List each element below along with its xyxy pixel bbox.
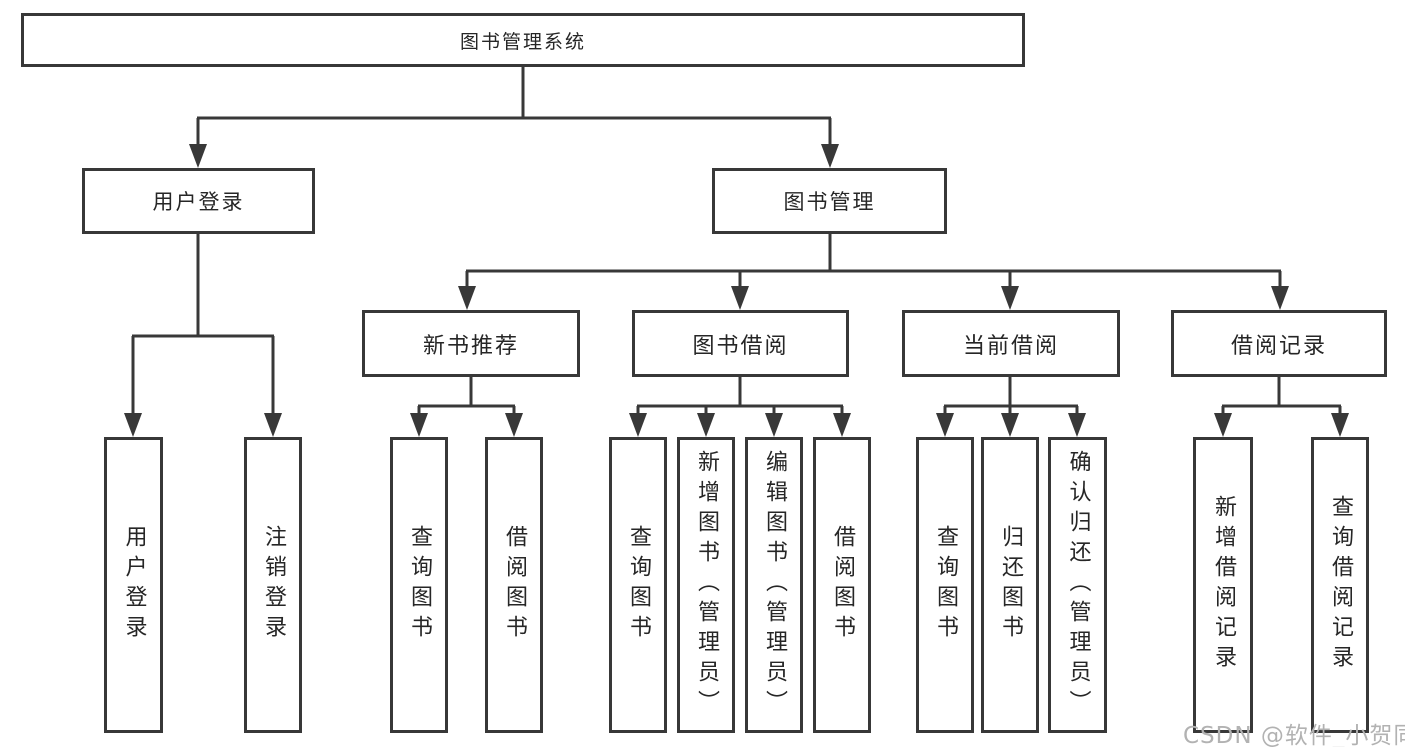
- watermark-text: CSDN @软件_小贺同学: [1183, 723, 1405, 747]
- node-current-borrowing: 当前借阅: [902, 310, 1120, 377]
- leaf-return-books-label: 归还图书: [998, 525, 1023, 645]
- leaf-add-borrow-record: 新增借阅记录: [1193, 437, 1253, 733]
- node-new-book-recommendation-label: 新书推荐: [422, 333, 519, 359]
- leaf-add-book-admin: 新增图书（管理员）: [677, 437, 735, 733]
- leaf-user-login: 用户登录: [104, 437, 163, 733]
- node-borrowing-records: 借阅记录: [1171, 310, 1387, 377]
- node-system-root-label: 图书管理系统: [459, 30, 586, 53]
- node-borrowing-records-label: 借阅记录: [1230, 333, 1327, 359]
- node-user-login-label: 用户登录: [152, 190, 245, 214]
- leaf-query-borrow-record-label: 查询借阅记录: [1328, 495, 1353, 675]
- leaf-query-books-recommend-label: 查询图书: [407, 525, 432, 645]
- leaf-borrow-books-recommend: 借阅图书: [485, 437, 543, 733]
- node-new-book-recommendation: 新书推荐: [362, 310, 580, 377]
- leaf-confirm-return-admin: 确认归还（管理员）: [1048, 437, 1107, 733]
- leaf-logout-label: 注销登录: [261, 525, 286, 645]
- leaf-user-login-label: 用户登录: [121, 525, 147, 645]
- leaf-borrow-books-borrowing-label: 借阅图书: [830, 525, 855, 645]
- node-book-borrowing-label: 图书借阅: [692, 333, 789, 359]
- node-book-management: 图书管理: [712, 168, 947, 234]
- leaf-add-borrow-record-label: 新增借阅记录: [1211, 495, 1236, 675]
- leaf-query-books-current: 查询图书: [916, 437, 974, 733]
- leaf-borrow-books-recommend-label: 借阅图书: [502, 525, 527, 645]
- leaf-query-borrow-record: 查询借阅记录: [1311, 437, 1369, 733]
- leaf-query-books-recommend: 查询图书: [390, 437, 448, 733]
- node-book-borrowing: 图书借阅: [632, 310, 849, 377]
- connector-arrowheads: [124, 144, 1349, 437]
- node-current-borrowing-label: 当前借阅: [962, 333, 1059, 359]
- node-system-root: 图书管理系统: [21, 13, 1025, 67]
- leaf-return-books: 归还图书: [981, 437, 1039, 733]
- leaf-logout: 注销登录: [244, 437, 302, 733]
- leaf-query-books-current-label: 查询图书: [933, 525, 958, 645]
- leaf-query-books-borrowing: 查询图书: [609, 437, 667, 733]
- leaf-query-books-borrowing-label: 查询图书: [626, 525, 651, 645]
- leaf-borrow-books-borrowing: 借阅图书: [813, 437, 871, 733]
- leaf-edit-book-admin: 编辑图书（管理员）: [745, 437, 803, 733]
- node-user-login: 用户登录: [82, 168, 315, 234]
- leaf-add-book-admin-label: 新增图书（管理员）: [694, 450, 719, 720]
- leaf-confirm-return-admin-label: 确认归还（管理员）: [1065, 450, 1091, 720]
- node-book-management-label: 图书管理: [783, 190, 876, 214]
- leaf-edit-book-admin-label: 编辑图书（管理员）: [762, 450, 787, 720]
